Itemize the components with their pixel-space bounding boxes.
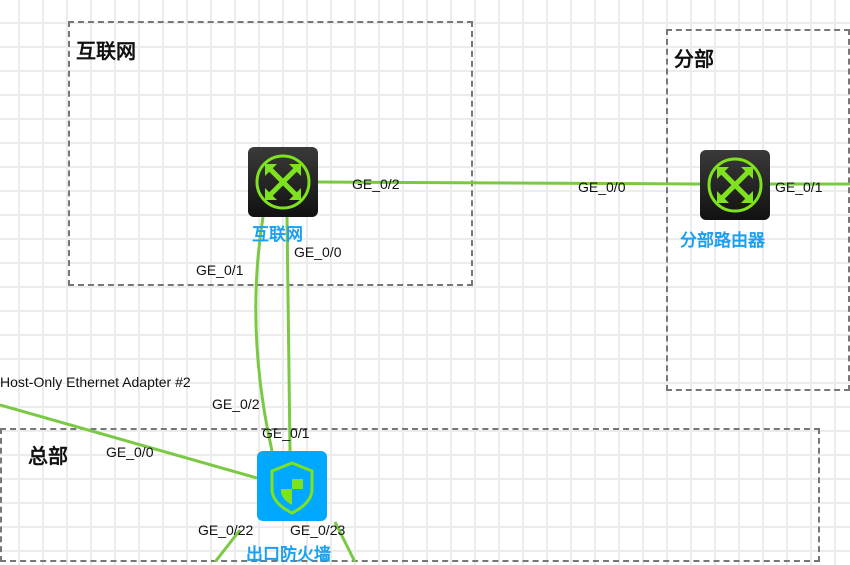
port-label: GE_0/0	[578, 179, 626, 195]
router-icon	[707, 157, 763, 213]
host-adapter-label: Host-Only Ethernet Adapter #2	[0, 374, 191, 390]
port-label: GE_0/22	[198, 522, 254, 538]
link-internet-firewall-2[interactable]	[254, 216, 274, 452]
firewall[interactable]	[257, 451, 327, 521]
internet-router-label: 互联网	[252, 225, 303, 245]
area-hq[interactable]: 总部	[0, 428, 820, 562]
port-label: GE_0/2	[212, 396, 260, 412]
branch-router[interactable]	[700, 150, 770, 220]
area-title: 互联网	[76, 39, 136, 63]
area-branch[interactable]: 分部	[666, 29, 850, 391]
link-host-firewall[interactable]	[0, 403, 258, 480]
port-label: GE_0/2	[352, 176, 400, 192]
link-fw-ge022[interactable]	[213, 529, 242, 562]
port-label: GE_0/1	[262, 425, 310, 441]
area-title: 分部	[674, 47, 714, 71]
branch-router-label: 分部路由器	[680, 231, 765, 251]
firewall-shield-icon	[270, 461, 314, 515]
link-internet-firewall-1[interactable]	[285, 216, 292, 452]
port-label: GE_0/0	[294, 244, 342, 260]
link-internet-branch[interactable]	[317, 180, 701, 186]
area-title: 总部	[28, 444, 68, 468]
router-icon	[255, 154, 311, 210]
area-internet[interactable]: 互联网	[68, 21, 473, 286]
port-label: GE_0/23	[290, 522, 346, 538]
link-fw-ge023[interactable]	[333, 521, 357, 562]
internet-router[interactable]	[248, 147, 318, 217]
port-label: GE_0/1	[196, 262, 244, 278]
port-label: GE_0/0	[106, 444, 154, 460]
port-label: GE_0/1	[775, 179, 823, 195]
firewall-label: 出口防火墙	[246, 545, 331, 565]
